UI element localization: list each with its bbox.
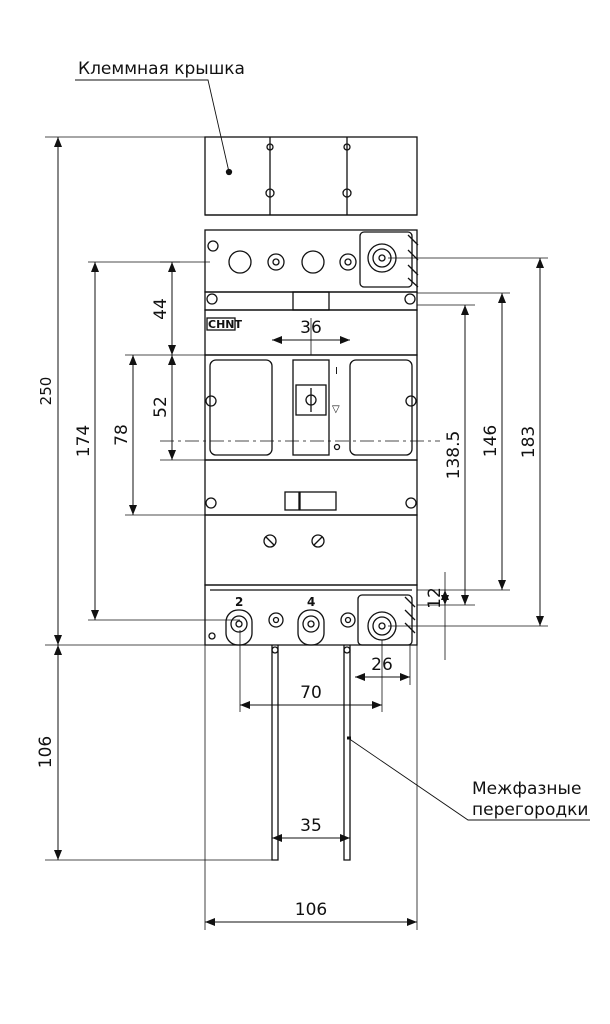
annotations: Клеммная крышка Межфазные перегородки CH… xyxy=(36,59,588,920)
dim-183: 183 xyxy=(519,426,539,458)
terminal-cover-label: Клеммная крышка xyxy=(78,59,245,79)
dim-52: 52 xyxy=(151,396,171,418)
test-button xyxy=(284,491,300,511)
dim-26: 26 xyxy=(371,655,393,675)
dim-250: 250 xyxy=(37,377,55,406)
brand-text: CHNT xyxy=(208,318,242,331)
breaker-body xyxy=(204,136,419,861)
dim-44: 44 xyxy=(151,298,171,320)
dim-138-5: 138.5 xyxy=(444,431,464,480)
phase-barrier-right xyxy=(343,645,351,861)
dim-146: 146 xyxy=(481,425,501,457)
dim-106-bottom: 106 xyxy=(295,900,327,920)
terminal-number-2: 2 xyxy=(235,595,243,609)
dim-78: 78 xyxy=(112,424,132,446)
phase-barrier-left xyxy=(271,645,279,861)
toggle-handle xyxy=(292,359,330,456)
brand-plate xyxy=(206,317,236,331)
dim-35: 35 xyxy=(300,816,322,836)
switch-off-mark: ▽ xyxy=(332,404,340,415)
phase-barriers-label-line2: перегородки xyxy=(472,800,588,820)
phase-barriers-label-line1: Межфазные xyxy=(472,779,581,799)
dim-12: 12 xyxy=(425,587,445,609)
dim-174: 174 xyxy=(74,425,94,457)
top-terminal-cover xyxy=(204,136,418,216)
dim-106-left: 106 xyxy=(36,736,56,768)
dim-70: 70 xyxy=(300,683,322,703)
dimension-lines xyxy=(54,79,590,926)
dim-36: 36 xyxy=(300,318,322,338)
switch-on-mark: I xyxy=(335,366,338,377)
terminal-number-4: 4 xyxy=(307,595,315,609)
